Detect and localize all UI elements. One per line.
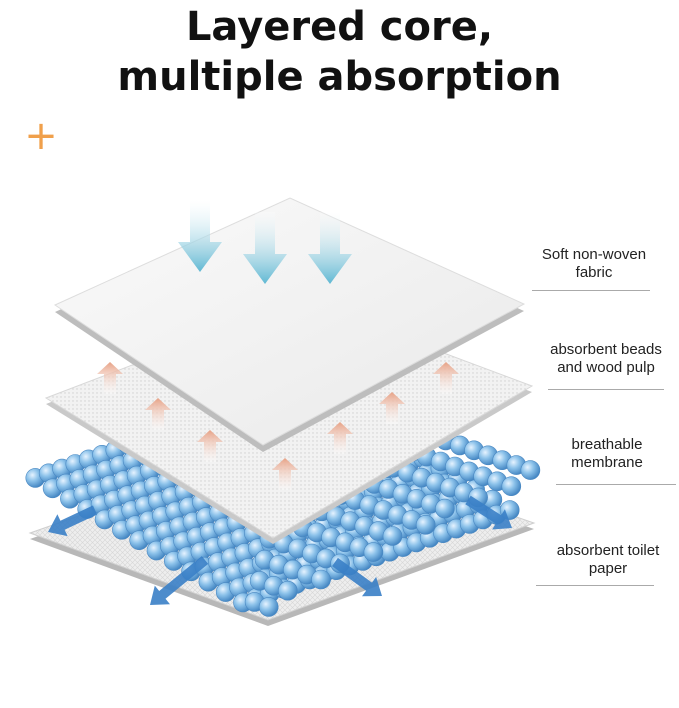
up-arrow-icon: [379, 392, 405, 424]
label-divider: [532, 290, 650, 291]
spread-arrow-icon: [332, 557, 382, 597]
bead: [501, 476, 522, 497]
spread-arrow-icon: [150, 556, 209, 605]
up-arrow-icon: [197, 430, 223, 462]
label-line: and wood pulp: [557, 359, 655, 376]
label-line: paper: [588, 560, 628, 577]
label-divider: [536, 585, 654, 586]
up-arrow-icon: [433, 362, 459, 394]
down-arrow-icon: [308, 212, 352, 284]
spread-arrows: [48, 495, 512, 605]
spread-arrow-icon: [48, 505, 98, 537]
page-title: Layered core, multiple absorption: [0, 2, 679, 102]
up-arrows: [97, 362, 459, 490]
label-divider: [556, 484, 676, 485]
non-woven-layer: [53, 197, 526, 452]
plus-icon: +: [24, 113, 58, 159]
bead: [520, 460, 541, 480]
label-membrane: breathable membrane: [546, 436, 668, 472]
spread-arrow-icon: [465, 495, 512, 530]
label-line: Soft non-woven: [541, 246, 647, 263]
label-divider: [548, 389, 664, 390]
label-beads: absorbent beads and wood pulp: [536, 341, 676, 377]
down-arrow-icon: [178, 200, 222, 272]
bead: [382, 526, 403, 546]
label-toilet-paper: absorbent toilet paper: [538, 542, 678, 578]
bead: [277, 580, 298, 601]
down-arrows: [178, 200, 352, 284]
label-line: breathable: [571, 436, 643, 453]
bead: [415, 514, 436, 535]
title-line-1: Layered core,: [185, 4, 494, 50]
up-arrow-icon: [272, 458, 298, 490]
bead: [258, 597, 279, 617]
bead: [363, 542, 384, 562]
up-arrow-icon: [145, 398, 171, 430]
down-arrow-icon: [243, 212, 287, 284]
bead: [435, 498, 455, 519]
label-non-woven: Soft non-woven fabric: [528, 246, 660, 282]
bead: [311, 569, 331, 590]
title-line-2: multiple absorption: [117, 54, 562, 100]
up-arrow-icon: [97, 362, 123, 394]
label-line: fabric: [575, 264, 613, 281]
label-line: absorbent beads: [550, 341, 662, 358]
label-line: membrane: [571, 454, 643, 471]
label-line: absorbent toilet: [556, 542, 660, 559]
up-arrow-icon: [327, 422, 353, 454]
